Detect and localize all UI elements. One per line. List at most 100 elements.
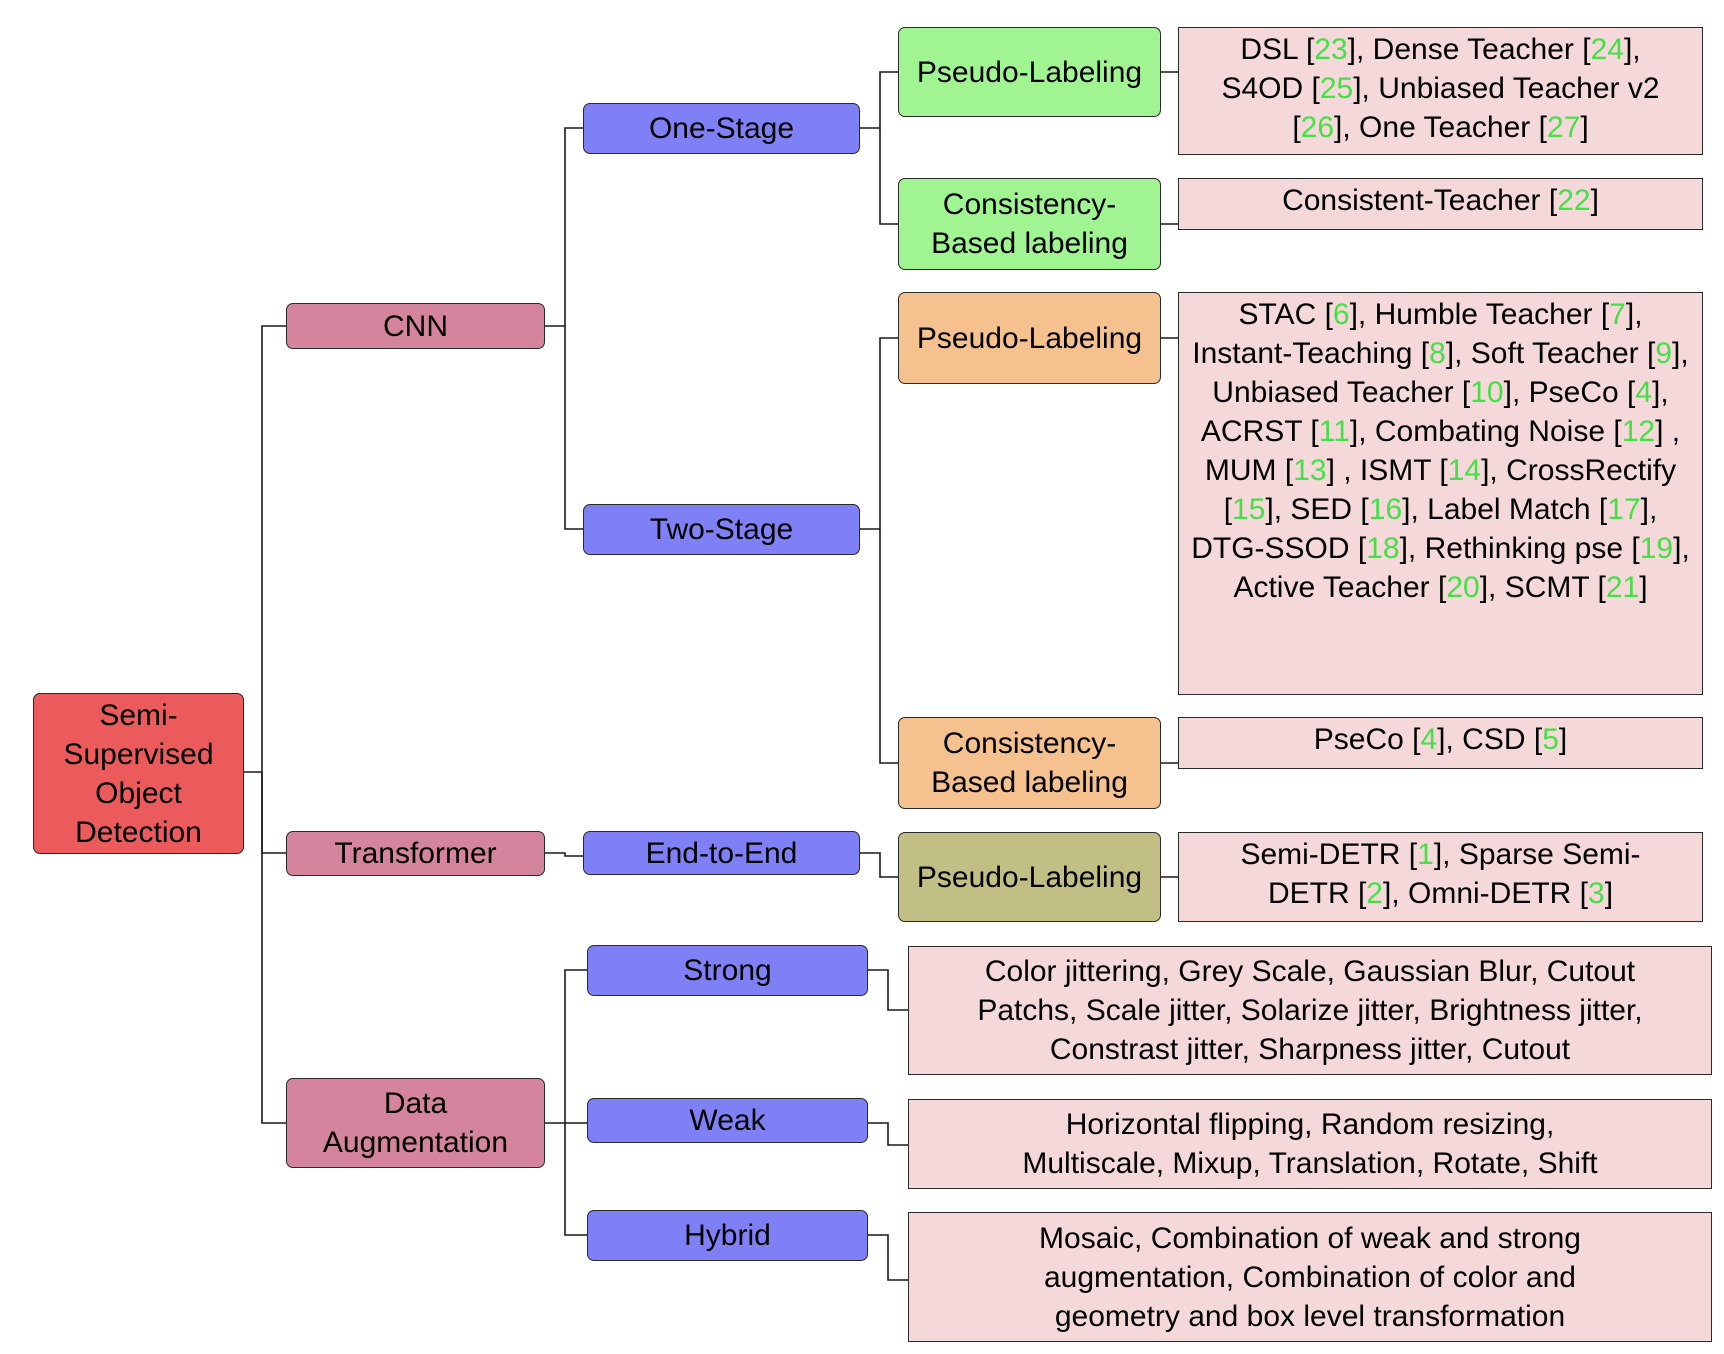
leaf-text-segment: ], Active Teacher [	[1233, 532, 1690, 604]
citation-ref: 27	[1546, 111, 1581, 144]
method-two-stage-consistency-label: Consistency-Based labeling	[931, 727, 1128, 799]
citation-ref: 25	[1319, 72, 1354, 105]
leaf-text-segment: ], SED [	[1265, 493, 1369, 526]
connector-cnn-one-stage	[545, 127, 583, 327]
category-data-augmentation: Data Augmentation	[286, 1078, 545, 1168]
citation-ref: 24	[1590, 33, 1624, 66]
stage-end-to-end: End-to-End	[583, 831, 860, 875]
citation-ref: 7	[1609, 298, 1626, 331]
citation-ref: 5	[1542, 723, 1559, 756]
leaf-two-stage-pseudo-labeling: STAC [6], Humble Teacher [7], Instant-Te…	[1178, 292, 1703, 695]
leaf-text-segment: ]	[1558, 723, 1568, 756]
leaf-text-segment: ], Label Match [	[1402, 493, 1608, 526]
leaf-end-to-end-pseudo-labeling: Semi-DETR [1], Sparse Semi-DETR [2], Omn…	[1178, 832, 1703, 922]
citation-ref: 15	[1232, 493, 1266, 526]
leaf-strong-augmentation: Color jittering, Grey Scale, Gaussian Bl…	[908, 946, 1712, 1075]
leaf-text-segment: Color jittering, Grey Scale, Gaussian Bl…	[977, 955, 1643, 1066]
leaf-end-to-end-pseudo-text: Semi-DETR [1], Sparse Semi-DETR [2], Omn…	[1219, 835, 1662, 913]
leaf-text-segment: ], ACRST [	[1200, 376, 1669, 448]
leaf-text-segment: ] , MUM [	[1204, 415, 1681, 487]
leaf-text-segment: ], CSD [	[1437, 723, 1543, 756]
leaf-text-segment: STAC [	[1238, 298, 1333, 331]
stage-two-stage-label: Two-Stage	[649, 513, 794, 546]
citation-ref: 14	[1447, 454, 1482, 487]
leaf-text-segment: ] , ISMT [	[1326, 454, 1448, 487]
leaf-text-segment: ], Soft Teacher [	[1445, 337, 1656, 370]
leaf-text-segment: ], Humble Teacher [	[1349, 298, 1610, 331]
leaf-one-stage-pseudo-text: DSL [23], Dense Teacher [24], S4OD [25],…	[1209, 30, 1672, 147]
leaf-text-segment: Semi-DETR [	[1240, 838, 1418, 871]
category-cnn-label: CNN	[383, 309, 448, 343]
stage-strong: Strong	[587, 945, 868, 996]
citation-ref: 1	[1417, 838, 1434, 871]
leaf-text-segment: ], Rethinking pse [	[1399, 532, 1640, 565]
connector-one-stage-consistency	[879, 128, 898, 225]
citation-ref: 13	[1293, 454, 1327, 487]
leaf-one-stage-consistency-text: Consistent-Teacher [22]	[1282, 181, 1599, 220]
leaf-text-segment: ], One Teacher [	[1334, 111, 1547, 144]
method-two-stage-pseudo-labeling: Pseudo-Labeling	[898, 292, 1161, 384]
leaf-two-stage-consistency-text: PseCo [4], CSD [5]	[1314, 720, 1567, 759]
method-one-stage-pseudo-labeling: Pseudo-Labeling	[898, 27, 1161, 117]
leaf-text-segment: ], Unbiased Teacher v2 [	[1292, 72, 1660, 144]
leaf-text-segment: ]	[1580, 111, 1589, 144]
citation-ref: 18	[1366, 532, 1400, 565]
leaf-two-stage-pseudo-text: STAC [6], Humble Teacher [7], Instant-Te…	[1187, 295, 1694, 607]
citation-ref: 19	[1639, 532, 1674, 565]
citation-ref: 6	[1332, 298, 1350, 331]
connector-augmentation-hybrid	[564, 1123, 587, 1236]
connector-augmentation-strong	[545, 969, 587, 1124]
citation-ref: 10	[1470, 376, 1504, 409]
leaf-one-stage-consistency-labeling: Consistent-Teacher [22]	[1178, 178, 1703, 230]
category-data-augmentation-label: Data Augmentation	[322, 1087, 509, 1159]
leaf-hybrid-text: Mosaic, Combination of weak and strong a…	[1009, 1219, 1611, 1336]
leaf-text-segment: ], Sparse Semi-DETR [	[1267, 838, 1641, 910]
citation-ref: 16	[1368, 493, 1403, 526]
citation-ref: 22	[1557, 184, 1591, 217]
connector-one-stage-pseudo	[860, 71, 898, 129]
leaf-text-segment: ], Dense Teacher [	[1347, 33, 1591, 66]
citation-ref: 26	[1300, 111, 1335, 144]
citation-ref: 8	[1429, 337, 1446, 370]
leaf-weak-augmentation: Horizontal flipping, Random resizing, Mu…	[908, 1099, 1712, 1189]
citation-ref: 11	[1318, 415, 1350, 448]
stage-end-to-end-label: End-to-End	[645, 836, 798, 870]
leaf-text-segment: ], Instant-Teaching [	[1192, 298, 1643, 370]
citation-ref: 12	[1621, 415, 1656, 448]
stage-two-stage: Two-Stage	[583, 504, 860, 555]
connector-transformer-end-to-end	[545, 852, 583, 857]
leaf-text-segment: ], CrossRectify [	[1223, 454, 1677, 526]
citation-ref: 4	[1635, 376, 1653, 409]
connector-leaf-weak	[868, 1122, 908, 1146]
citation-ref: 3	[1588, 877, 1605, 910]
leaf-weak-text: Horizontal flipping, Random resizing, Mu…	[999, 1105, 1621, 1183]
leaf-text-segment: ], Unbiased Teacher [	[1212, 337, 1689, 409]
connector-leaf-hybrid	[868, 1234, 908, 1281]
stage-weak: Weak	[587, 1098, 868, 1143]
method-one-stage-pseudo-label: Pseudo-Labeling	[916, 55, 1143, 89]
method-two-stage-consistency-labeling: Consistency-Based labeling	[898, 717, 1161, 809]
leaf-text-segment: Horizontal flipping, Random resizing, Mu…	[1022, 1108, 1598, 1180]
category-transformer: Transformer	[286, 831, 545, 876]
citation-ref: 17	[1607, 493, 1641, 526]
citation-ref: 21	[1605, 571, 1640, 604]
connector-two-stage-consistency	[879, 529, 898, 764]
leaf-text-segment: ]	[1590, 184, 1599, 217]
leaf-text-segment: ]	[1604, 877, 1614, 910]
method-end-to-end-pseudo-label: Pseudo-Labeling	[916, 860, 1143, 894]
stage-one-stage-label: One-Stage	[648, 112, 795, 145]
stage-weak-label: Weak	[689, 1104, 766, 1137]
leaf-hybrid-augmentation: Mosaic, Combination of weak and strong a…	[908, 1212, 1712, 1342]
method-one-stage-consistency-labeling: Consistency-Based labeling	[898, 178, 1161, 270]
leaf-text-segment: ], PseCo [	[1503, 376, 1636, 409]
leaf-text-segment: ]	[1639, 571, 1648, 604]
stage-hybrid-label: Hybrid	[684, 1219, 771, 1252]
leaf-text-segment: ], SCMT [	[1479, 571, 1606, 604]
connector-leaf-strong	[868, 969, 908, 1011]
connector-two-stage-pseudo	[860, 337, 898, 530]
category-transformer-label: Transformer	[334, 837, 497, 870]
stage-one-stage: One-Stage	[583, 103, 860, 154]
leaf-text-segment: DSL [	[1240, 33, 1315, 66]
leaf-one-stage-pseudo-labeling: DSL [23], Dense Teacher [24], S4OD [25],…	[1178, 27, 1703, 155]
